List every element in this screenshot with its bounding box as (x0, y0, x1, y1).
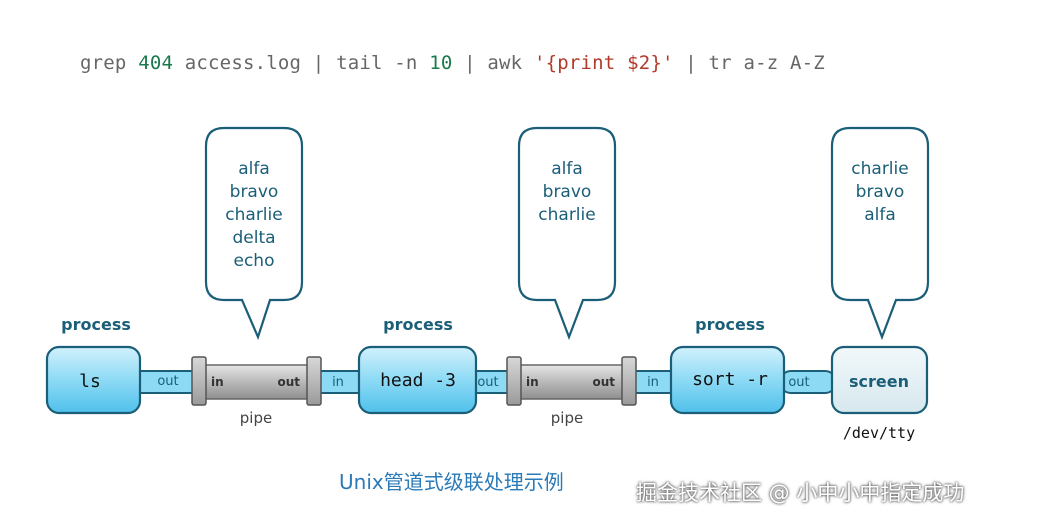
process-name: ls (79, 371, 101, 392)
pipe-port-in: in (526, 375, 539, 389)
process-title: process (695, 315, 765, 334)
bubble-1-line: alfa (238, 159, 270, 179)
process-title: process (61, 315, 131, 334)
process-sort: process sort -r in out (647, 315, 810, 415)
bubble-2-line: charlie (538, 205, 595, 225)
device-path: /dev/tty (843, 424, 915, 442)
screen-name: screen (849, 372, 909, 391)
command-token: 10 (429, 52, 453, 74)
bubble-1-line: charlie (225, 205, 282, 225)
process-name: sort -r (692, 369, 768, 390)
port-in: in (332, 375, 344, 390)
bubble-1-line: echo (234, 251, 275, 271)
pipe-2: in out pipe (506, 356, 637, 427)
command-token: grep (80, 52, 139, 74)
bubble-3-line: charlie (851, 159, 908, 179)
bubble-3-line: alfa (864, 205, 896, 225)
pipe-label: pipe (551, 409, 583, 427)
process-name: head -3 (380, 370, 456, 391)
bubble-1-line: delta (232, 228, 275, 248)
bubble-1-line: bravo (230, 182, 279, 202)
command-token: 404 (138, 52, 174, 74)
screen-device: screen /dev/tty (830, 345, 929, 442)
pipe-port-in: in (211, 375, 224, 389)
command-token: | tr a-z A-Z (673, 52, 825, 74)
bubble-2: alfa bravo charlie (517, 126, 617, 341)
bubble-3: charlie bravo alfa (830, 126, 930, 341)
port-in: in (647, 375, 659, 390)
bubble-3-line: bravo (856, 182, 905, 202)
diagram-caption: Unix管道式级联处理示例 (339, 470, 564, 494)
bubble-2-line: bravo (543, 182, 592, 202)
pipeline-command: grep 404 access.log | tail -n 10 | awk '… (80, 52, 825, 74)
bubble-2-line: alfa (551, 159, 583, 179)
port-out: out (157, 374, 178, 389)
pipe-port-out: out (277, 375, 300, 389)
process-title: process (383, 315, 453, 334)
process-ls: process ls out (45, 315, 179, 415)
command-token: | awk (452, 52, 534, 74)
port-out: out (477, 375, 498, 390)
command-token: access.log | tail -n (173, 52, 430, 74)
pipe-port-out: out (592, 375, 615, 389)
process-head: process head -3 in out (332, 315, 499, 415)
command-token: '{print $2}' (533, 52, 674, 74)
pipe-label: pipe (240, 409, 272, 427)
bubble-1: alfa bravo charlie delta echo (204, 126, 304, 341)
pipe-1: in out pipe (191, 356, 322, 427)
watermark: 掘金技术社区 @ 小中小中指定成功 (636, 481, 965, 505)
port-out: out (788, 375, 809, 390)
